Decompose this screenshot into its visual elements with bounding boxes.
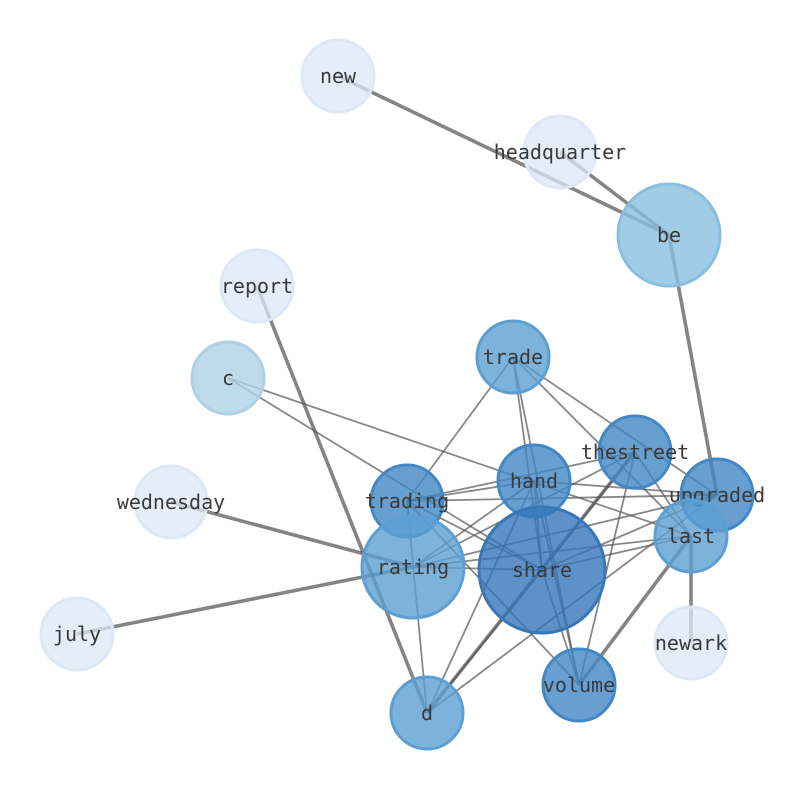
node-circle-new [300, 38, 376, 114]
node-circle-be [616, 182, 722, 288]
node-circle-volume [541, 647, 617, 723]
node-d: d [389, 675, 465, 751]
edge-report-d [255, 285, 429, 714]
node-july: july [39, 596, 115, 672]
node-label-rating: rating [377, 555, 449, 579]
node-label-new: new [320, 64, 357, 88]
node-trade: trade [475, 319, 551, 395]
node-label-hand: hand [510, 469, 558, 493]
node-c: c [190, 340, 266, 416]
node-label-last: last [667, 524, 715, 548]
node-hand: hand [496, 443, 572, 519]
node-new: new [300, 38, 376, 114]
node-circle-july [39, 596, 115, 672]
node-label-share: share [512, 558, 572, 582]
node-circle-d [389, 675, 465, 751]
node-circle-newark [653, 605, 729, 681]
node-report: report [219, 248, 295, 324]
edge-thestreet-volume [578, 451, 636, 686]
edges-layer [76, 74, 719, 715]
node-share: share [477, 505, 607, 635]
node-circle-c [190, 340, 266, 416]
nodes-layer: new headquarter be report c trade thestreet wed… [39, 38, 765, 751]
edge-july-rating [76, 565, 414, 636]
node-circle-headquarter [522, 114, 598, 190]
node-circle-wednesday [133, 464, 209, 540]
node-headquarter: headquarter [494, 114, 626, 190]
node-label-volume: volume [543, 673, 615, 697]
node-circle-rating [360, 514, 466, 620]
node-label-newark: newark [655, 631, 727, 655]
node-rating: rating [360, 514, 466, 620]
node-wednesday: wednesday [117, 464, 225, 540]
node-last: last [653, 498, 729, 574]
edge-new-be [337, 74, 670, 237]
node-label-trading: trading [365, 489, 449, 513]
node-label-thestreet: thestreet [581, 440, 689, 464]
node-label-headquarter: headquarter [494, 140, 626, 164]
node-label-wednesday: wednesday [117, 490, 225, 514]
node-label-july: july [53, 622, 101, 646]
node-circle-report [219, 248, 295, 324]
node-be: be [616, 182, 722, 288]
node-label-c: c [222, 366, 234, 390]
node-thestreet: thestreet [581, 414, 689, 490]
node-newark: newark [653, 605, 729, 681]
node-label-d: d [421, 701, 433, 725]
node-circle-share [477, 505, 607, 635]
edge-c-last [227, 377, 692, 537]
node-circle-thestreet [597, 414, 673, 490]
node-circle-trade [475, 319, 551, 395]
node-label-be: be [657, 223, 681, 247]
node-label-report: report [221, 274, 293, 298]
node-circle-last [653, 498, 729, 574]
node-label-trade: trade [483, 345, 543, 369]
node-volume: volume [541, 647, 617, 723]
